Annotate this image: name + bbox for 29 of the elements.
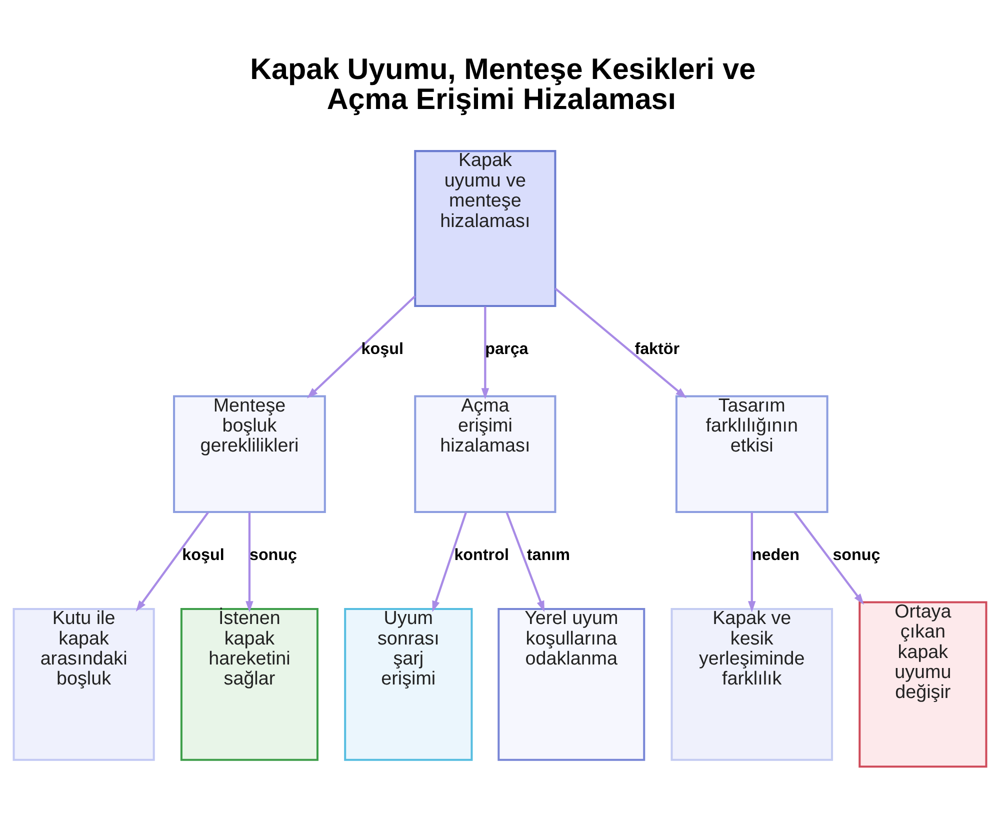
arrow: [136, 512, 209, 612]
node-box: Kapak uyumu ve menteşe hizalaması: [414, 150, 556, 307]
edge-label: tanım: [526, 546, 570, 564]
arrow: [506, 512, 544, 612]
node-box: Uyum sonrası şarj erişimi: [344, 608, 473, 761]
node-box: Kapak ve kesik yerleşiminde farklılık: [670, 608, 834, 761]
edge-label: neden: [752, 546, 800, 564]
node-box: Açma erişimi hizalaması: [414, 395, 556, 514]
edge-label: sonuç: [249, 546, 298, 564]
edge-label: sonuç: [832, 546, 880, 564]
edge-label: koşul: [182, 546, 224, 564]
node-box: Ortaya çıkan kapak uyumu değişir: [858, 601, 988, 768]
edge-label: koşul: [361, 340, 404, 358]
edge-label: kontrol: [454, 546, 509, 564]
arrow: [794, 512, 864, 605]
node-box: İstenen kapak hareketini sağlar: [180, 608, 318, 761]
edge-label: faktör: [634, 340, 680, 358]
arrow: [748, 512, 756, 612]
node-box: Yerel uyum koşullarına odaklanma: [498, 608, 646, 761]
arrow: [554, 288, 687, 398]
edge-label: parça: [485, 340, 528, 358]
arrow: [432, 512, 468, 612]
diagram-title: Kapak Uyumu, Menteşe Kesikleri ve Açma Erişimi Hizalaması: [250, 53, 756, 116]
arrow: [246, 512, 254, 612]
arrow: [306, 295, 416, 398]
arrow: [481, 306, 490, 400]
node-box: Menteşe boşluk gereklilikleri: [173, 395, 326, 514]
node-box: Kutu ile kapak arasındaki boşluk: [12, 608, 155, 761]
node-box: Tasarım farklılığının etkisi: [675, 395, 828, 514]
